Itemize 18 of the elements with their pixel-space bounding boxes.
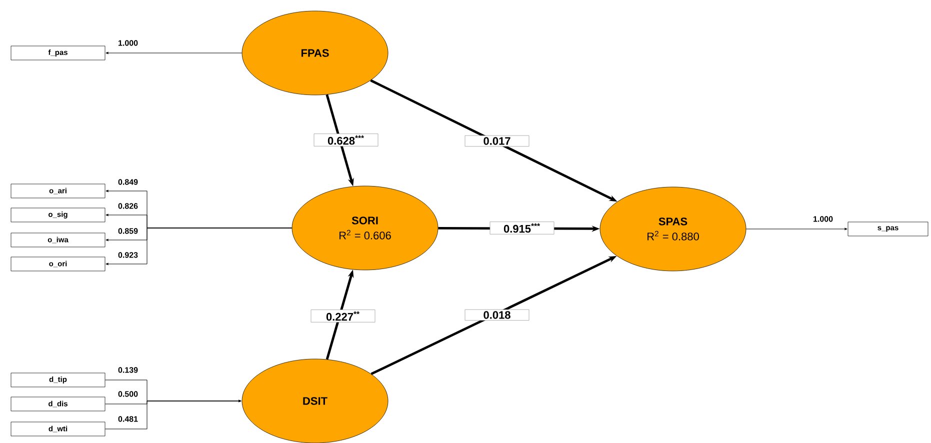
loading-value: 0.500 [118, 391, 138, 397]
path-coefficient: 0.915$^{***}$ [490, 222, 554, 234]
path-coefficient: 0.227$^{**}$ [310, 310, 376, 322]
loading-value: 0.923 [118, 252, 138, 258]
path-coefficient: 0.018 [464, 309, 530, 321]
arrow [746, 228, 848, 230]
loading-value: 0.849 [118, 179, 138, 185]
arrow [104, 400, 242, 430]
loading-value: 0.481 [118, 416, 138, 422]
arrow [106, 228, 292, 266]
loading-value: 0.826 [118, 203, 138, 209]
loading-value: 0.139 [118, 367, 138, 373]
arrow [106, 52, 242, 54]
loading-value: 1.000 [814, 216, 833, 222]
loading-value: 0.859 [118, 228, 138, 234]
path-coefficient: 0.017 [464, 135, 530, 147]
loading-value: 1.000 [118, 40, 138, 46]
path-coefficient: 0.628$^{***}$ [314, 134, 378, 146]
